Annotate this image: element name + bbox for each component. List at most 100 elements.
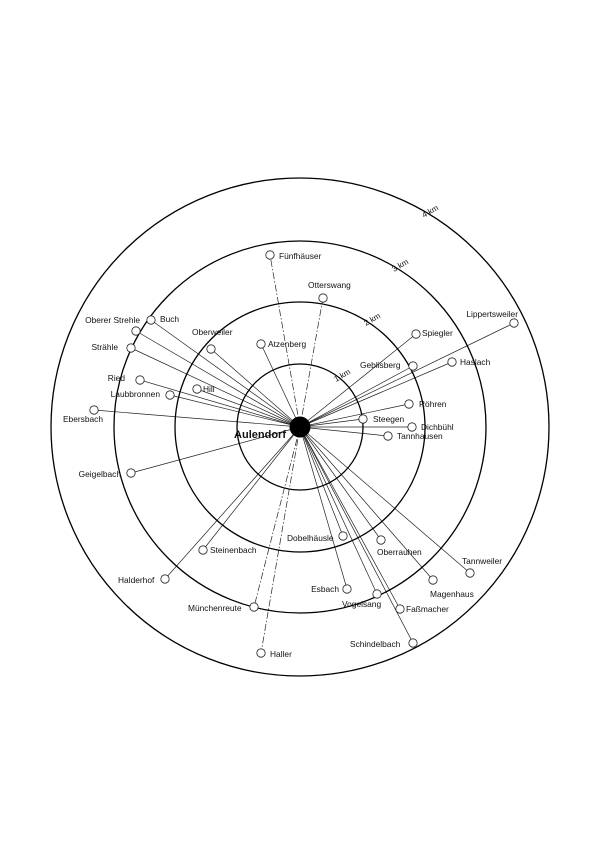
connection-line <box>130 426 301 474</box>
place-marker <box>256 339 266 349</box>
place-label: Magenhaus <box>430 589 474 599</box>
place-label: Strähle <box>91 342 118 352</box>
place-marker <box>372 589 382 599</box>
place-marker <box>131 326 141 336</box>
place-marker <box>376 535 386 545</box>
place-marker <box>428 575 438 585</box>
place-label: Oberer Strehle <box>85 315 140 325</box>
place-marker <box>126 343 136 353</box>
place-marker <box>342 584 352 594</box>
ring-distance-label: 4 km <box>421 203 441 220</box>
place-markers <box>89 250 519 658</box>
connection-line <box>202 426 301 551</box>
connection-line <box>269 254 301 428</box>
place-marker <box>126 468 136 478</box>
distance-ring <box>50 177 550 677</box>
place-label: Tannweiler <box>462 556 502 566</box>
place-label: Münchenreute <box>188 603 242 613</box>
connection-line <box>299 426 382 541</box>
place-marker <box>447 357 457 367</box>
connection-line <box>299 297 324 428</box>
place-marker <box>160 574 170 584</box>
connection-line <box>299 333 417 428</box>
place-marker <box>192 384 202 394</box>
connection-line <box>299 426 471 574</box>
place-label: Tannhausen <box>397 431 443 441</box>
place-label: Dobelhäusle <box>287 533 334 543</box>
connection-line <box>169 394 301 428</box>
place-marker <box>358 414 368 424</box>
place-label: Oberweiler <box>192 327 233 337</box>
connection-line <box>299 426 344 537</box>
place-marker <box>206 344 216 354</box>
connection-line <box>260 343 301 428</box>
place-marker <box>408 638 418 648</box>
place-label: Otterswang <box>308 280 351 290</box>
connection-line <box>93 409 301 428</box>
place-marker <box>318 293 328 303</box>
place-marker <box>383 431 393 441</box>
connection-line <box>299 426 414 644</box>
place-marker <box>465 568 475 578</box>
place-label: Oberrauhen <box>377 547 422 557</box>
center-town-marker <box>289 416 311 438</box>
place-label: Vogelsang <box>342 599 381 609</box>
connection-line <box>299 426 348 590</box>
place-label: Ebersbach <box>63 414 103 424</box>
place-label: Spiegler <box>422 328 453 338</box>
ring-distance-label: 3 km <box>391 257 411 274</box>
place-label: Buch <box>160 314 179 324</box>
connection-line <box>299 426 378 595</box>
connection-line <box>299 322 515 428</box>
place-label: Schindelbach <box>350 639 401 649</box>
place-label: Geigelbach <box>79 469 122 479</box>
connection-line <box>164 426 301 580</box>
place-label: Atzenberg <box>268 339 307 349</box>
connection-line <box>299 426 389 437</box>
place-marker <box>407 422 417 432</box>
center-town-label: Aulendorf <box>234 429 286 441</box>
place-label: Fünfhäuser <box>279 251 322 261</box>
place-label: Laubbronnen <box>111 389 161 399</box>
place-marker <box>165 390 175 400</box>
place-marker <box>395 604 405 614</box>
place-label: Haller <box>270 649 292 659</box>
connection-line <box>196 388 301 428</box>
place-marker <box>404 399 414 409</box>
connection-line <box>299 361 453 428</box>
place-marker <box>146 315 156 325</box>
connection-lines <box>93 254 515 654</box>
connection-line <box>210 348 301 428</box>
connection-line <box>299 426 401 610</box>
place-marker <box>89 405 99 415</box>
place-label: Geblisberg <box>360 360 401 370</box>
place-label: Lippertsweiler <box>466 309 518 319</box>
place-label: Ried <box>108 373 126 383</box>
place-label: Steinenbach <box>210 545 257 555</box>
connection-line <box>299 403 410 428</box>
place-label: Haslach <box>460 357 491 367</box>
place-label: Halderhof <box>118 575 155 585</box>
connection-line <box>253 426 301 608</box>
connection-line <box>260 426 301 654</box>
distance-rings: 1 km2 km3 km4 km <box>50 177 550 677</box>
place-marker <box>198 545 208 555</box>
distance-ring <box>113 240 487 614</box>
connection-line <box>150 319 301 428</box>
distance-ring <box>174 301 426 553</box>
connection-line <box>299 365 414 428</box>
place-marker <box>338 531 348 541</box>
place-marker <box>411 329 421 339</box>
place-label: Faßmacher <box>406 604 449 614</box>
distance-ring <box>236 363 364 491</box>
place-marker <box>408 361 418 371</box>
place-label: Hill <box>203 384 215 394</box>
connection-line <box>130 347 301 428</box>
connection-line <box>299 426 434 581</box>
place-marker <box>265 250 275 260</box>
place-marker <box>256 648 266 658</box>
place-label: Esbach <box>311 584 339 594</box>
connection-line <box>299 418 364 428</box>
